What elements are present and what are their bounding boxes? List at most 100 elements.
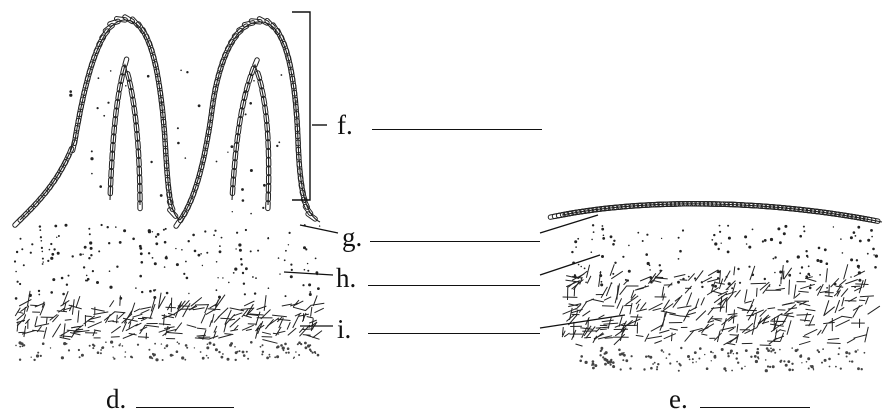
tissue-dot — [661, 349, 663, 351]
muscle-fiber — [91, 309, 105, 312]
tissue-dot — [628, 270, 631, 273]
tissue-dot — [785, 364, 788, 367]
muscle-fiber — [800, 284, 815, 289]
tissue-dot — [266, 357, 269, 360]
tissue-dot — [14, 260, 16, 262]
muscle-fiber — [860, 296, 874, 297]
tissue-dot — [302, 284, 304, 286]
tissue-dot — [42, 263, 44, 265]
muscle-fiber — [853, 306, 860, 318]
tissue-dot — [198, 254, 201, 257]
muscle-fiber — [664, 334, 676, 339]
tissue-dot — [850, 258, 853, 261]
tissue-dot — [202, 357, 205, 360]
tissue-dot — [873, 254, 874, 255]
tissue-dot — [704, 354, 705, 355]
tissue-dot — [164, 266, 166, 268]
tissue-dot — [745, 349, 748, 352]
muscle-fiber — [722, 316, 733, 326]
tissue-dot — [599, 354, 601, 356]
muscle-fiber — [724, 271, 730, 282]
tissue-dot — [571, 251, 573, 253]
tissue-dot — [207, 357, 209, 359]
tissue-dot — [54, 225, 57, 228]
tissue-dot — [612, 243, 615, 246]
tissue-dot — [687, 355, 690, 358]
tissue-dot — [113, 357, 114, 358]
muscle-fiber — [57, 311, 67, 312]
muscle-fiber — [52, 324, 60, 338]
tissue-dot — [235, 359, 237, 361]
tissue-dot — [602, 225, 604, 227]
tissue-dot — [736, 352, 738, 354]
muscle-fiber — [27, 291, 30, 307]
tissue-dot — [239, 249, 242, 252]
tissue-dot — [269, 356, 271, 358]
tissue-dot — [89, 345, 91, 347]
tissue-dot — [206, 346, 209, 349]
muscle-fiber — [786, 313, 794, 314]
tissue-dot — [856, 259, 858, 261]
tissue-dot — [180, 70, 182, 72]
tissue-dot — [177, 341, 179, 343]
muscle-fiber — [171, 298, 172, 313]
answer-blank-f[interactable] — [372, 129, 542, 130]
answer-blank-h[interactable] — [368, 285, 540, 286]
tissue-dot — [88, 257, 90, 259]
tissue-dot — [592, 360, 595, 363]
muscle-fiber — [654, 341, 662, 344]
tissue-dot — [727, 225, 729, 227]
tissue-dot — [218, 351, 220, 353]
tissue-dot — [229, 344, 232, 347]
muscle-fiber — [604, 297, 611, 301]
tissue-dot — [717, 270, 720, 273]
tissue-dot — [287, 347, 290, 350]
answer-blank-i[interactable] — [368, 333, 540, 334]
muscle-fiber — [61, 331, 70, 336]
tissue-dot — [786, 260, 789, 263]
tissue-dot — [622, 359, 624, 361]
tissue-dot — [647, 262, 650, 265]
muscle-fiber — [588, 318, 589, 330]
tissue-dot — [765, 369, 768, 372]
muscle-fiber — [273, 333, 279, 334]
leader-h-right — [540, 255, 600, 275]
tissue-dot — [304, 342, 307, 345]
muscle-fiber — [243, 315, 252, 318]
muscle-fiber — [224, 334, 233, 335]
tissue-dot — [788, 274, 791, 277]
tissue-dot — [22, 345, 24, 347]
tissue-dot — [676, 361, 678, 363]
tissue-dot — [719, 225, 721, 227]
tissue-dot — [870, 229, 873, 232]
tissue-dot — [109, 286, 112, 289]
muscle-fiber — [120, 296, 121, 306]
muscle-fiber — [653, 308, 662, 310]
muscle-fiber — [655, 278, 668, 279]
tissue-dot — [592, 224, 594, 226]
tissue-dot — [188, 293, 189, 294]
tissue-dot — [748, 266, 750, 268]
muscle-fiber — [611, 271, 623, 279]
muscle-fiber — [636, 304, 639, 310]
answer-blank-e[interactable] — [700, 407, 810, 408]
tissue-dot — [57, 252, 60, 255]
tissue-dot — [86, 275, 88, 277]
muscle-fiber — [313, 331, 322, 338]
tissue-dot — [744, 235, 747, 238]
tissue-dot — [603, 235, 605, 237]
answer-blank-g[interactable] — [370, 241, 540, 242]
answer-blank-d[interactable] — [136, 407, 234, 408]
tissue-dot — [40, 355, 42, 357]
muscle-fiber — [649, 303, 663, 310]
muscle-fiber — [799, 341, 810, 344]
muscle-fiber — [831, 278, 839, 287]
tissue-dot — [692, 362, 694, 364]
muscle-fiber — [276, 327, 281, 336]
tissue-dot — [748, 246, 751, 249]
tissue-dot — [602, 237, 605, 240]
muscle-fiber — [859, 300, 865, 301]
muscle-fiber — [868, 306, 880, 314]
tissue-dot — [767, 365, 769, 367]
tissue-dot — [284, 259, 286, 261]
